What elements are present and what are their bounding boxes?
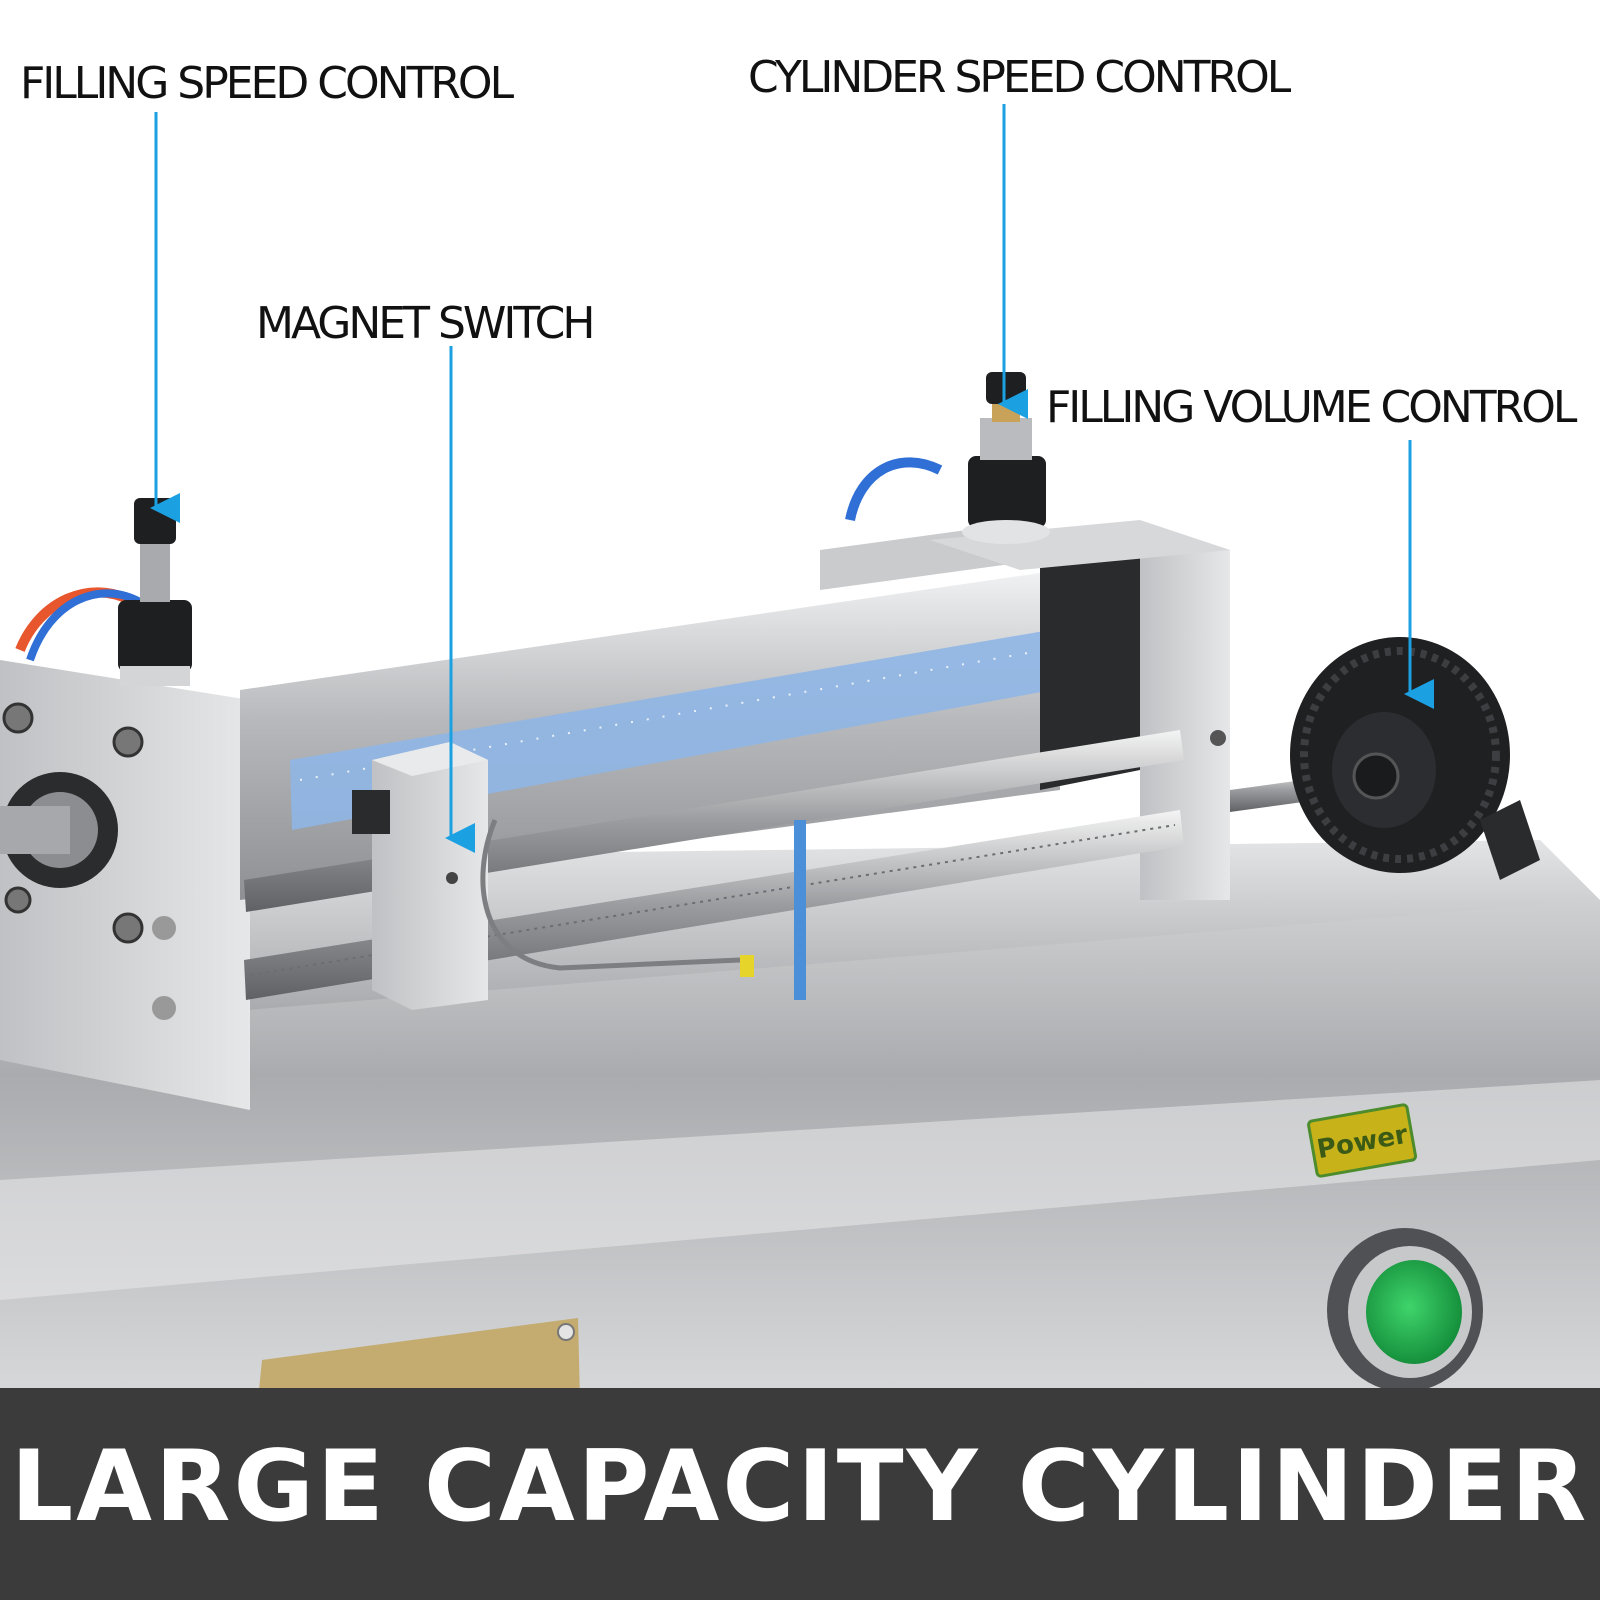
caption-banner	[0, 1388, 1600, 1600]
callout-magnet-switch: MAGNET SWITCH	[256, 298, 595, 349]
callout-cylinder-speed-control: CYLINDER SPEED CONTROL	[748, 52, 1291, 103]
banner-title: LARGE CAPACITY CYLINDER	[10, 1430, 1590, 1544]
callout-filling-speed-control: FILLING SPEED CONTROL	[20, 58, 514, 109]
callout-filling-volume-control: FILLING VOLUME CONTROL	[1046, 382, 1577, 433]
